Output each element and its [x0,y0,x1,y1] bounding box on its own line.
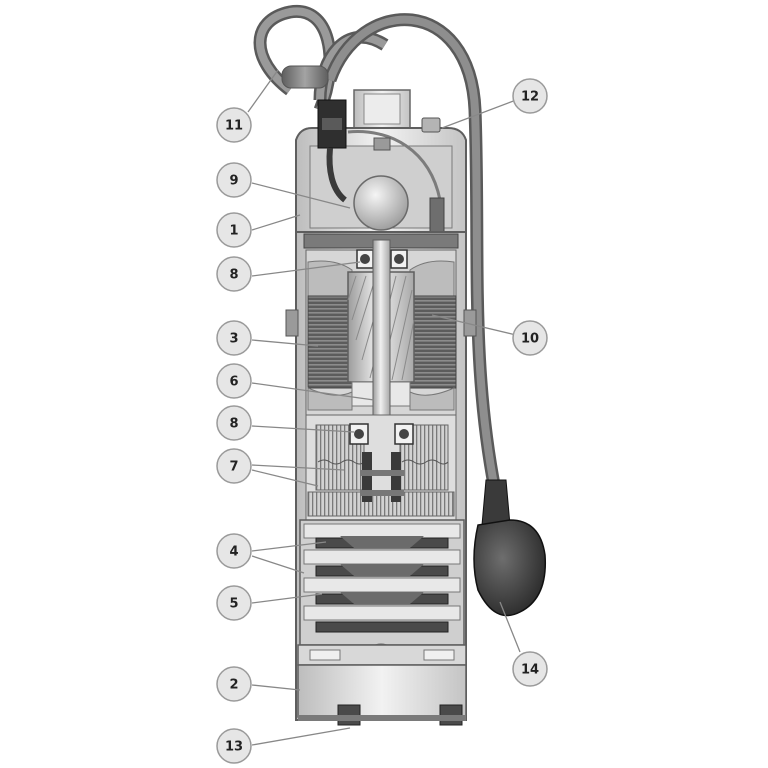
callout-bubble [512,651,548,687]
callout-layer: 11 12 9 1 8 3 10 6 8 7 4 5 14 2 13 [216,78,548,764]
callout-number: 11 [225,119,243,134]
callout-4: 4 [216,533,252,569]
callout-number: 1 [229,224,238,239]
callout-number: 14 [521,663,539,678]
callout-14: 14 [512,651,548,687]
diffuser-2 [303,577,461,593]
callout-3: 3 [216,320,252,356]
callout-bubble [216,212,252,248]
callout-bubble [216,666,252,702]
callout-11: 11 [216,107,252,143]
callout-bubble [216,320,252,356]
callout-12: 12 [512,78,548,114]
callout-13: 13 [216,728,252,764]
callout-6: 6 [216,363,252,399]
callout-number: 2 [229,678,238,693]
callout-number: 4 [229,545,238,560]
cable-gland [281,65,329,89]
callout-7: 7 [216,448,252,484]
mechanical-seals [360,452,404,502]
upper-bearing [356,249,408,269]
stator-winding-right [409,295,457,389]
callout-number: 8 [229,268,238,283]
callout-bubble [216,363,252,399]
callout-bubble [216,728,252,764]
callout-8: 8 [216,405,252,441]
callout-2: 2 [216,666,252,702]
callout-number: 3 [229,332,238,347]
callout-bubble [216,256,252,292]
vent-screw [421,117,441,133]
float-cable [323,13,502,492]
callout-number: 13 [225,740,243,755]
diffuser-1 [303,549,461,565]
stator-winding-left [307,295,353,389]
capacitor [353,175,409,231]
float-switch [473,479,547,617]
callout-number: 12 [521,90,539,105]
callout-8: 8 [216,256,252,292]
impeller-4 [315,621,449,633]
oil-chamber [305,414,457,521]
suction-base [297,644,467,726]
callout-bubble [216,585,252,621]
callout-bubble [216,162,252,198]
callout-bubble [512,320,548,356]
callout-bubble [512,78,548,114]
leader-lines [247,69,521,746]
callout-number: 7 [229,460,238,475]
lower-bearing [349,423,414,445]
callout-5: 5 [216,585,252,621]
callout-bubble [216,533,252,569]
callout-bubble [216,405,252,441]
callout-bubble [216,107,252,143]
callout-bubble [216,448,252,484]
callout-number: 8 [229,417,238,432]
callout-number: 9 [229,174,238,189]
callout-1: 1 [216,212,252,248]
pump-stages [299,519,465,661]
callout-number: 6 [229,375,238,390]
callout-number: 5 [229,597,238,612]
callout-number: 10 [521,332,539,347]
callout-10: 10 [512,320,548,356]
callout-9: 9 [216,162,252,198]
